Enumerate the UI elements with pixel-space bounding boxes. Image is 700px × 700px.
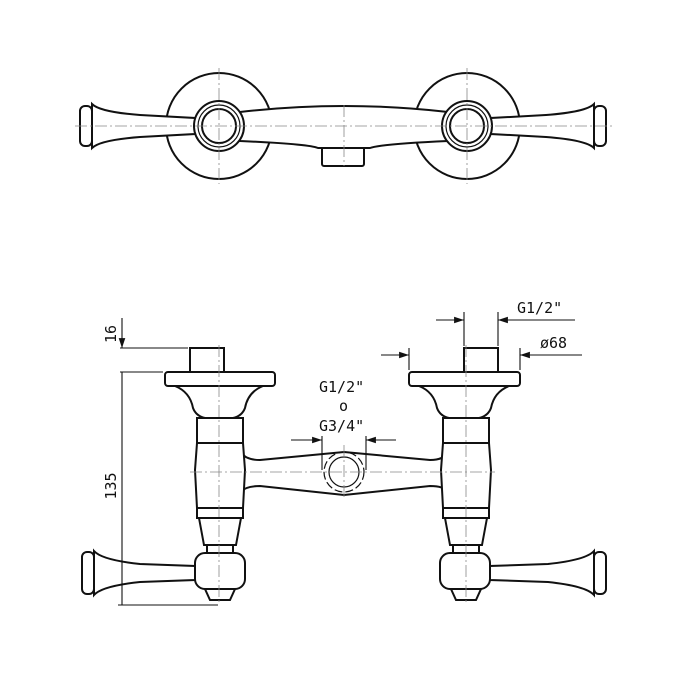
left-flange <box>164 371 276 387</box>
left-lever-hub <box>194 552 246 590</box>
dimensions: 16 135 G1/2" ø68 G1/2" o G3/4" <box>102 299 582 606</box>
left-nut <box>196 417 244 444</box>
left-lever <box>93 548 196 598</box>
left-lever-tip <box>81 551 95 595</box>
right-flange <box>408 371 521 387</box>
top-view <box>75 68 612 184</box>
dim-rosette-diameter: ø68 <box>540 334 567 352</box>
dim-spout-height: 16 <box>102 325 120 343</box>
right-lever <box>489 548 595 598</box>
dim-outlet-thread-b: G3/4" <box>319 417 364 435</box>
left-valve-body <box>193 442 247 509</box>
left-valve-column <box>81 347 276 601</box>
left-collar <box>196 507 244 519</box>
left-hub-cap <box>203 588 237 601</box>
dim-outlet-or: o <box>339 397 348 415</box>
left-cartridge-housing <box>197 517 243 546</box>
dim-outlet-thread-a: G1/2" <box>319 378 364 396</box>
right-flange-bowl <box>418 385 510 419</box>
front-view <box>81 345 607 605</box>
right-lever-tip <box>593 551 607 595</box>
dim-inlet-thread: G1/2" <box>517 299 562 317</box>
dim-total-height: 135 <box>102 472 120 499</box>
right-lever-hub <box>439 552 491 590</box>
right-inlet-stem <box>463 347 499 373</box>
left-inlet-stem <box>189 347 225 373</box>
